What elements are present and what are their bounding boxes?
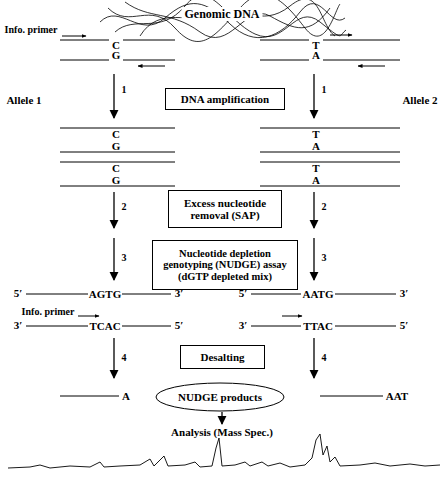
dna-strand	[60, 40, 400, 60]
ellipse-shape	[156, 383, 284, 411]
step-number: 3	[322, 253, 327, 263]
product-ellipse: NUDGE products	[155, 382, 285, 412]
product-sequence: A	[122, 391, 130, 402]
step-number: 4	[322, 353, 327, 363]
strand-end: 5′	[175, 320, 184, 331]
process-box: Excess nucleotide removal (SAP)	[168, 190, 282, 228]
node-text: NUDGE products	[176, 391, 264, 403]
base-letter: G	[112, 175, 121, 186]
step-arrow	[114, 74, 314, 424]
dna-strand	[60, 128, 400, 186]
primer-arrow	[62, 35, 385, 66]
step-number: 2	[122, 202, 127, 212]
strand-end: 5′	[400, 320, 409, 331]
base-letter: G	[112, 141, 121, 152]
primer-label: Info. primer	[22, 307, 75, 317]
sequence-text: AATG	[303, 289, 334, 300]
primer-arrow	[78, 316, 302, 317]
base-letter: T	[312, 129, 319, 140]
product-sequence: AAT	[386, 391, 408, 402]
node-text: DNA amplification	[179, 93, 271, 105]
base-letter: A	[312, 50, 320, 61]
dna-squiggle	[100, 0, 346, 41]
sequence-text: TCAC	[89, 321, 120, 332]
mass-spectrum	[8, 434, 440, 468]
process-box: Nucleotide depletion genotyping (NUDGE) …	[152, 240, 298, 290]
base-letter: G	[112, 50, 121, 61]
strand-end: 3′	[175, 288, 184, 299]
analysis-label: Analysis (Mass Spec.)	[171, 427, 273, 438]
node-text: Desalting	[199, 351, 247, 363]
base-letter: C	[112, 163, 120, 174]
strand-end: 5′	[14, 288, 23, 299]
step-number: 2	[322, 202, 327, 212]
allele-label: Allele 1	[6, 95, 41, 106]
base-letter: A	[312, 175, 320, 186]
step-number: 3	[122, 253, 127, 263]
base-letter: C	[112, 129, 120, 140]
step-number: 1	[122, 85, 127, 95]
dna-strand	[26, 294, 396, 396]
strand-end: 3′	[400, 288, 409, 299]
node-text: Excess nucleotide removal (SAP)	[169, 197, 281, 221]
strand-end: 3′	[239, 320, 248, 331]
sequence-text: TTAC	[303, 321, 333, 332]
allele-label: Allele 2	[402, 95, 437, 106]
sample-label: Genomic DNA	[182, 7, 263, 21]
node-text: Nucleotide depletion genotyping (NUDGE) …	[153, 248, 297, 283]
strand-end: 3′	[14, 320, 23, 331]
primer-label: Info. primer	[5, 25, 58, 35]
sequence-text: AGTG	[89, 289, 121, 300]
base-letter: A	[312, 141, 320, 152]
process-box: DNA amplification	[165, 88, 285, 110]
process-box: Desalting	[180, 345, 265, 369]
strand-end: 5′	[239, 288, 248, 299]
step-number: 1	[322, 85, 327, 95]
base-letter: T	[312, 163, 319, 174]
step-number: 4	[122, 353, 127, 363]
